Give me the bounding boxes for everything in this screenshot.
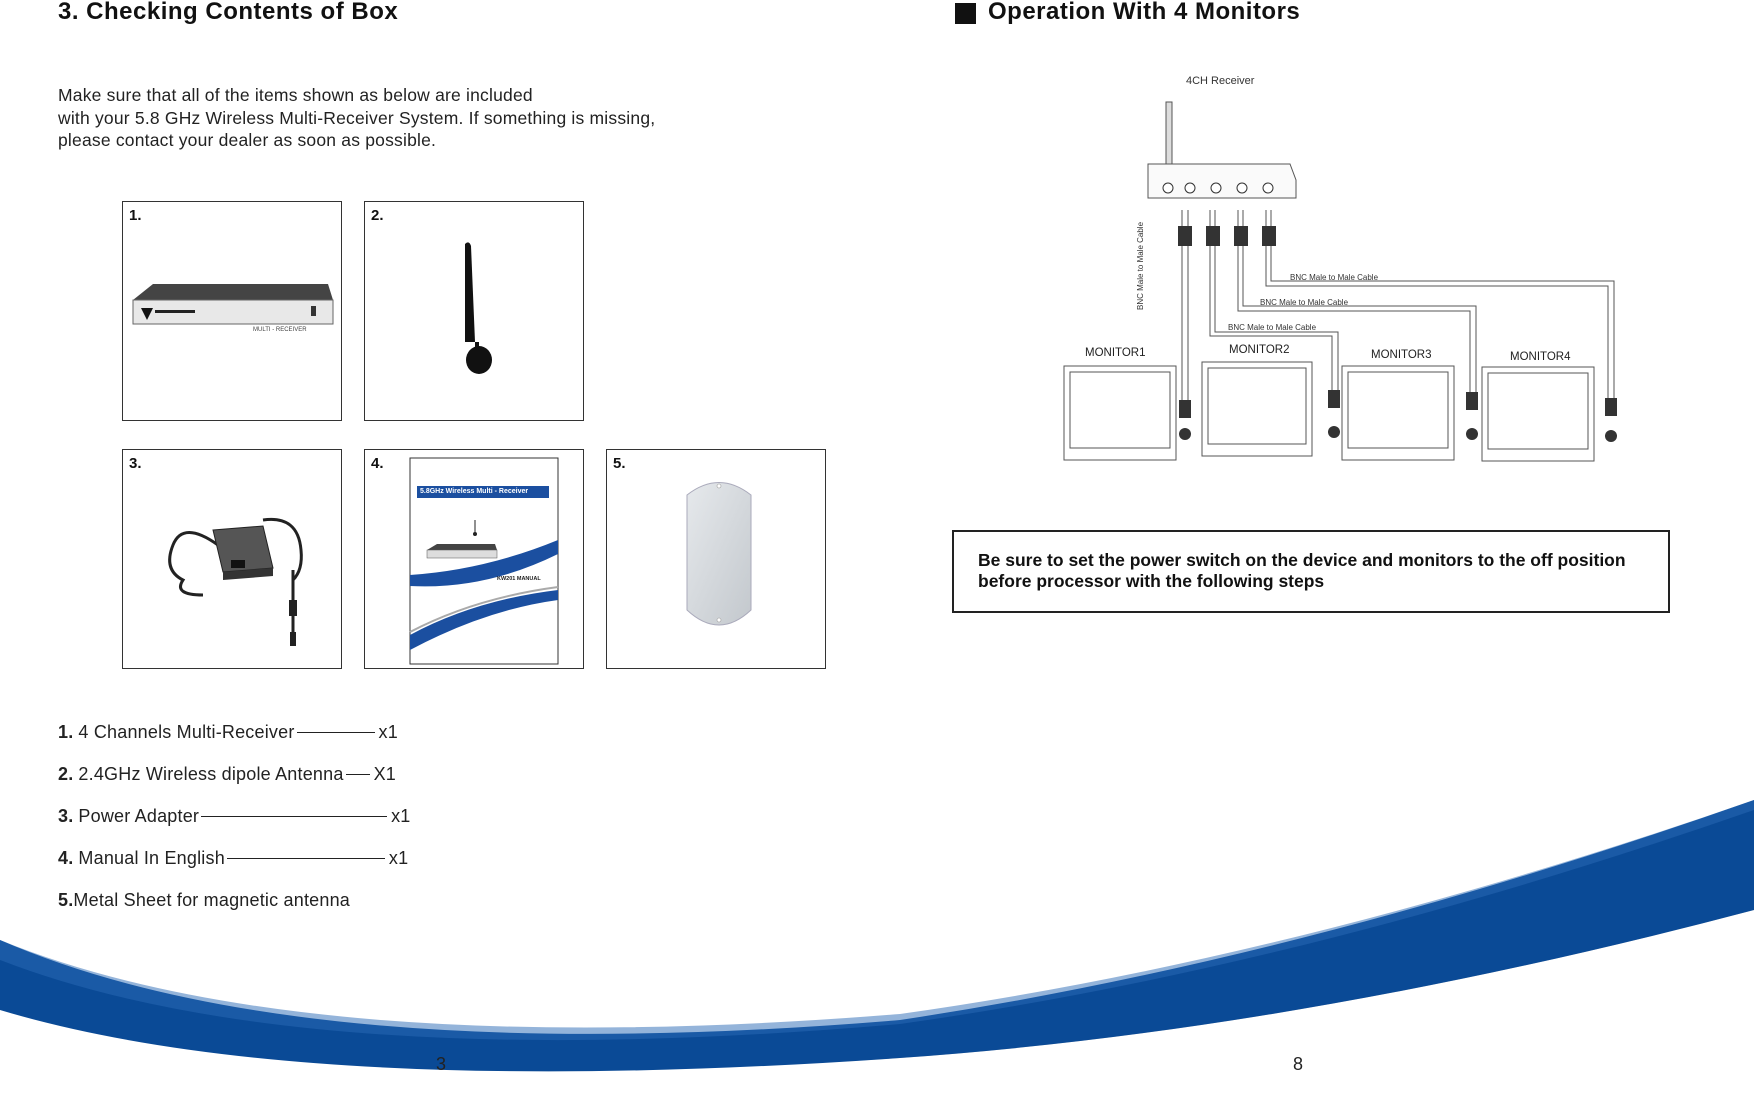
receiver-label: MULTI - RECEIVER xyxy=(253,327,307,333)
manual-title: 5.8GHz Wireless Multi - Receiver xyxy=(420,488,529,495)
leader-line xyxy=(296,732,375,733)
heading-square-icon xyxy=(955,3,976,24)
list-item-number: 4. xyxy=(58,848,74,868)
item-box-power-adapter: 3. xyxy=(122,449,342,669)
list-item-number: 1. xyxy=(58,722,74,742)
intro-line-1: Make sure that all of the items shown as… xyxy=(58,85,533,105)
list-item-text: Manual In English xyxy=(78,848,225,868)
list-item-qty: x1 xyxy=(378,722,398,742)
item-box-metal-sheet: 5. xyxy=(606,449,826,669)
list-item-number: 5. xyxy=(58,890,74,910)
decorative-wave xyxy=(0,800,1754,1072)
connection-diagram xyxy=(1063,101,1617,462)
list-item-number: 2. xyxy=(58,764,74,784)
leader-line xyxy=(345,774,370,775)
cable-label-4: BNC Male to Male Cable xyxy=(1290,273,1379,282)
list-item: 5. Metal Sheet for magnetic antenna xyxy=(58,890,350,911)
monitor-label-1: MONITOR1 xyxy=(1085,347,1146,359)
list-item-qty: x1 xyxy=(388,848,409,868)
monitor-label-3: MONITOR3 xyxy=(1371,349,1432,361)
list-item-text: 4 Channels Multi-Receiver xyxy=(78,722,295,742)
list-item-qty: x1 xyxy=(391,806,411,826)
box-number: 3. xyxy=(129,455,142,472)
list-item: 3. Power Adapter x1 xyxy=(58,806,411,827)
monitor-label-4: MONITOR4 xyxy=(1510,351,1571,363)
item-box-receiver: 1. MULTI - RECEIVER xyxy=(122,201,342,421)
antenna-image xyxy=(465,242,492,374)
leader-line xyxy=(226,858,385,859)
metal-sheet-image xyxy=(686,482,752,626)
monitor-label-2: MONITOR2 xyxy=(1229,344,1290,356)
leader-line xyxy=(201,816,388,817)
box-number: 2. xyxy=(371,207,384,224)
list-item-text: 2.4GHz Wireless dipole Antenna xyxy=(78,764,344,784)
receiver-image xyxy=(132,284,334,325)
item-box-manual: 4. 5.8GHz Wireless Multi - Receiver KW20… xyxy=(364,449,584,669)
box-number: 1. xyxy=(129,207,142,224)
item-box-antenna: 2. xyxy=(364,201,584,421)
page-title-left: 3. Checking Contents of Box xyxy=(58,0,399,25)
cable-label-1: BNC Male to Male Cable xyxy=(1136,221,1145,310)
cable-label-2: BNC Male to Male Cable xyxy=(1228,323,1317,332)
intro-text: Make sure that all of the items shown as… xyxy=(58,84,655,152)
list-item-text: Metal Sheet for magnetic antenna xyxy=(73,890,350,910)
list-item: 2. 2.4GHz Wireless dipole Antenna X1 xyxy=(58,764,396,785)
list-item-number: 3. xyxy=(58,806,74,826)
page-number-left: 3 xyxy=(436,1054,447,1074)
list-item: 4. Manual In English x1 xyxy=(58,848,408,869)
list-item: 1. 4 Channels Multi-Receiver x1 xyxy=(58,722,398,743)
power-switch-note: Be sure to set the power switch on the d… xyxy=(952,530,1670,613)
box-number: 5. xyxy=(613,455,626,472)
page-title-right: Operation With 4 Monitors xyxy=(988,0,1301,25)
intro-line-2: with your 5.8 GHz Wireless Multi-Receive… xyxy=(58,107,656,128)
power-adapter-image xyxy=(168,517,303,646)
box-number: 4. xyxy=(371,455,384,472)
intro-line-3: please contact your dealer as soon as po… xyxy=(58,130,437,150)
cable-label-3: BNC Male to Male Cable xyxy=(1260,298,1349,307)
manual-subtitle: KW201 MANUAL xyxy=(497,576,541,582)
manual-image xyxy=(409,457,559,665)
receiver-label: 4CH Receiver xyxy=(1186,75,1255,87)
list-item-text: Power Adapter xyxy=(78,806,200,826)
page-number-right: 8 xyxy=(1293,1054,1304,1074)
list-item-qty: X1 xyxy=(373,764,396,784)
